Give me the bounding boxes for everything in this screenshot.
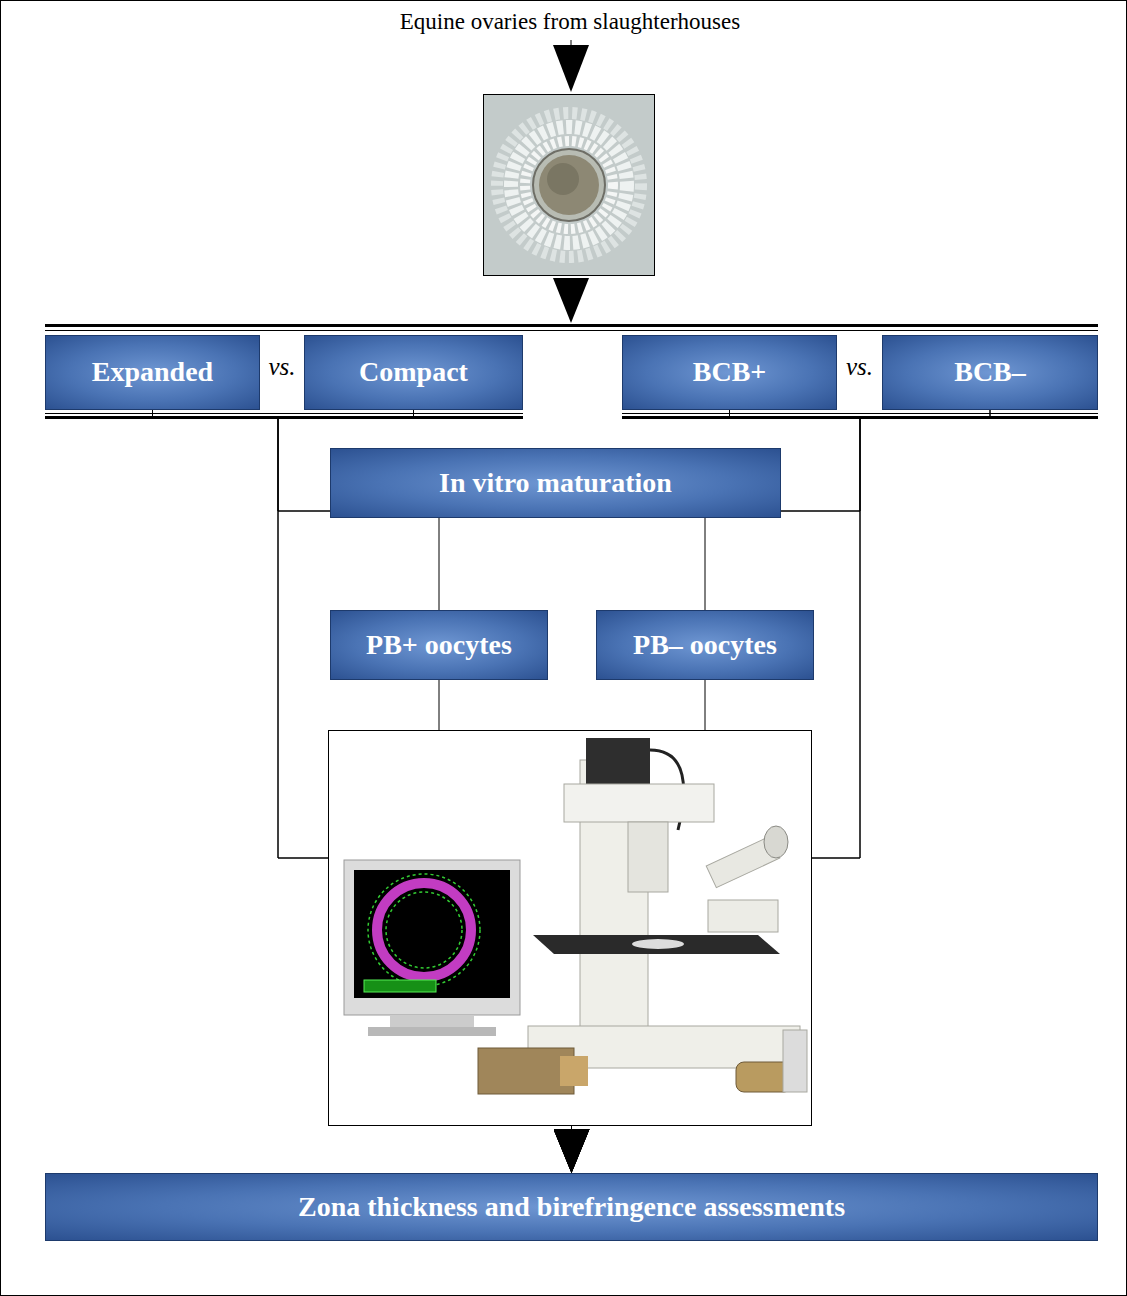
screen-readout: [364, 980, 436, 992]
versus-label-text: vs.: [268, 353, 295, 381]
condenser: [628, 822, 668, 892]
zona-ring: [377, 883, 471, 977]
process-box: PB+ oocytes: [330, 610, 548, 680]
stage-opening: [632, 939, 684, 949]
flow-line: [571, 40, 572, 46]
flow-connector: [705, 518, 706, 610]
box-text: Expanded: [92, 356, 213, 388]
controller-box: [783, 1030, 807, 1092]
monitor-stand: [390, 1015, 474, 1027]
zona-pellucida: [533, 149, 605, 221]
process-box: BCB+: [622, 335, 837, 410]
monitor-screen: [354, 870, 510, 998]
illuminator-arm: [564, 784, 714, 822]
measure-circle: [368, 874, 480, 986]
process-box: Compact: [304, 335, 523, 410]
monitor-base: [368, 1027, 496, 1036]
photo-frame: [484, 95, 655, 276]
oocyte-photo: [483, 94, 655, 276]
microscope-photo: [328, 730, 812, 1126]
flow-arrowhead: [553, 45, 589, 92]
divider-bar: [45, 416, 523, 419]
ooplasm: [539, 155, 599, 215]
divider-bar: [45, 324, 1098, 327]
microscope-stage: [533, 935, 780, 954]
flow-connector: [153, 410, 331, 511]
versus-label: vs.: [260, 350, 304, 384]
source-label: Equine ovaries from slaughterhouses: [13, 6, 1127, 38]
photo-frame: [329, 731, 812, 1126]
divider-bar: [45, 413, 523, 414]
lamp-housing: [586, 738, 650, 784]
flow-connector: [439, 518, 440, 610]
process-box: Zona thickness and birefringence assessm…: [45, 1173, 1098, 1241]
versus-label-text: vs.: [846, 353, 873, 381]
box-text: BCB–: [954, 356, 1026, 388]
cumulus-cells: [525, 141, 613, 229]
source-label-text: Equine ovaries from slaughterhouses: [400, 9, 740, 35]
box-text: In vitro maturation: [439, 467, 672, 499]
process-box: PB– oocytes: [596, 610, 814, 680]
flow-arrowhead: [553, 278, 589, 323]
process-box: BCB–: [882, 335, 1098, 410]
process-box: Expanded: [45, 335, 260, 410]
monitor-frame: [344, 860, 520, 1015]
box-text: PB– oocytes: [633, 629, 777, 661]
divider-bar: [622, 413, 1098, 414]
divider-bar: [45, 330, 1098, 331]
box-text: BCB+: [693, 356, 767, 388]
camera-adapter: [560, 1056, 588, 1086]
ooplasm-shade: [547, 163, 579, 195]
flow-connector: [781, 410, 990, 511]
cumulus-cells: [511, 127, 627, 243]
cumulus-cells: [497, 113, 641, 257]
binocular-head: [708, 900, 778, 932]
box-text: PB+ oocytes: [366, 629, 512, 661]
measure-circle: [386, 892, 462, 968]
box-text: Zona thickness and birefringence assessm…: [298, 1191, 845, 1223]
process-box: In vitro maturation: [330, 448, 781, 518]
camera-body: [478, 1048, 574, 1094]
divider-bar: [622, 416, 1098, 419]
versus-label: vs.: [837, 350, 882, 384]
eyepiece: [764, 826, 788, 858]
box-text: Compact: [359, 356, 468, 388]
